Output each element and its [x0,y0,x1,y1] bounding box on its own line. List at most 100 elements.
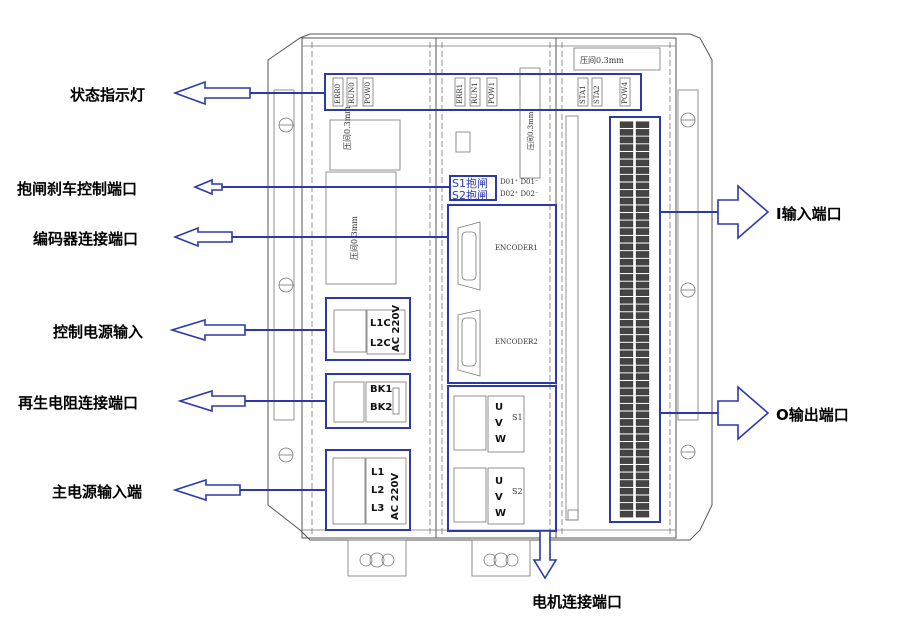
terminal-cell [619,342,634,350]
terminal-cell [619,487,634,495]
terminal-cell [635,388,650,396]
terminal-cell [619,220,634,228]
terminal-cell [619,312,634,319]
main-ac-label: AC 220V [390,473,401,520]
brake-port-labels: S1抱闸 S2抱闸 D01⁺ D01⁻ D02⁺ D02⁻ [449,175,539,202]
terminal-cell [635,297,650,304]
callout-control-power: 控制电源输入 [53,323,144,341]
encoder2-label: ENCODER2 [495,338,538,346]
terminal-cell [619,182,634,190]
arrow-regen [177,389,326,413]
terminal-cell [619,136,634,144]
terminal-cell [619,381,634,388]
terminal-cell [635,182,650,190]
terminal-cell [619,472,634,480]
terminal-cell [619,266,634,274]
terminal-cell [619,411,634,419]
terminal-cell [619,495,634,503]
terminal-cell [635,510,650,518]
terminal-cell [619,243,634,251]
terminal-cell [619,121,634,128]
brake-s1-label: S1抱闸 [452,176,488,190]
terminal-cell [619,167,634,174]
terminal-cell [635,174,650,182]
terminal-cell [619,510,634,518]
terminal-cell [635,381,650,388]
terminal-cell [635,190,650,197]
terminal-cell [635,159,650,167]
regen-bk1-label: BK1 [370,384,392,395]
main-power-input-group: L1 L2 L3 AC 220V [325,449,411,531]
terminal-cell [619,465,634,472]
encoder1-label: ENCODER1 [495,244,538,252]
terminal-cell [635,213,650,220]
led-run0: RUN0 [348,82,356,104]
terminal-cell [619,228,634,235]
ctrl-ac-label: AC 220V [391,305,402,352]
terminal-cell [619,365,634,373]
arrow-main-power [172,478,326,502]
terminal-cell [619,419,634,426]
terminal-cell [635,350,650,358]
motor-w-label-1: W [495,434,506,445]
terminal-cell [619,297,634,304]
terminal-cell [619,457,634,464]
terminal-cell [619,258,634,266]
terminal-cell [635,228,650,235]
terminal-cell [635,434,650,442]
callout-status-led: 状态指示灯 [70,86,146,104]
terminal-cell [619,327,634,335]
terminal-cell [619,205,634,212]
terminal-cell [635,121,650,128]
callout-o-output: O输出端口 [776,406,849,424]
terminal-cell [635,403,650,411]
terminal-cell [635,167,650,174]
motor-output-group: U V W S1 U V W S2 [447,385,557,532]
motor-u-label-2: U [495,476,503,487]
terminal-cell [635,144,650,151]
terminal-cell [619,197,634,205]
motor-v-label-2: V [495,492,503,503]
led-err0: ERR0 [334,84,342,104]
terminal-cell [635,129,650,136]
terminal-cell [619,373,634,380]
brake-do2-label: D02⁺ D02⁻ [500,190,539,198]
gap-label-top: 压间0.3mm [580,56,624,65]
encoder-port-group: ENCODER1 ENCODER2 [447,204,557,384]
led-set-left: ERR0 RUN0 POW0 [332,77,374,107]
terminal-cell [619,434,634,442]
terminal-cell [635,411,650,419]
terminal-cell [619,350,634,358]
terminal-cell [635,457,650,464]
terminal-cell [635,487,650,495]
terminal-cell [635,342,650,350]
terminal-cell [619,190,634,197]
terminal-cell [635,266,650,274]
callout-regen-port: 再生电阻连接端口 [18,394,139,412]
arrow-o-output [660,385,770,441]
terminal-cell [619,480,634,487]
terminal-cell [635,426,650,434]
control-power-input-group: L1C L2C AC 220V [325,297,411,361]
terminal-cell [619,251,634,258]
motor-w-label-2: W [495,508,506,519]
terminal-cell [635,220,650,228]
terminal-cell [635,327,650,335]
terminal-cell [619,503,634,510]
terminal-cell [635,503,650,510]
terminal-cell [635,319,650,327]
terminal-cell [619,396,634,403]
terminal-cell [635,235,650,243]
arrow-motor [532,530,558,580]
terminal-cell [635,205,650,212]
terminal-cell [619,289,634,296]
led-set-right: STA1 STA2 POW4 [577,77,631,107]
callout-i-input: I输入端口 [776,205,842,223]
terminal-cell [619,335,634,342]
terminal-cell [619,403,634,411]
callout-main-power: 主电源输入端 [52,483,143,501]
terminal-cell [619,174,634,182]
terminal-cell [635,197,650,205]
